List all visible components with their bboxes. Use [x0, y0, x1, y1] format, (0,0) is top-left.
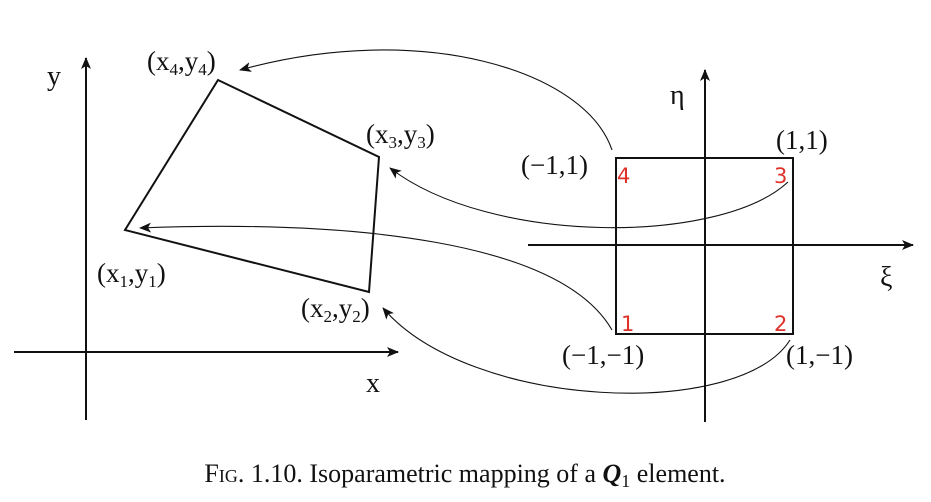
vertex-label-4: (x4,y4) [147, 46, 216, 79]
node-number-2: 2 [774, 312, 787, 336]
reference-eta-axis-label: η [670, 80, 685, 111]
vertex-label-1: (x1,y1) [97, 258, 166, 291]
mapping-arrow-2 [382, 307, 791, 394]
corner-label-1: (−1,−1) [562, 340, 644, 370]
vertex-label-3: (x3,y3) [366, 119, 435, 152]
node-number-4: 4 [617, 164, 630, 188]
reference-square [615, 157, 794, 335]
physical-quadrilateral [123, 78, 381, 294]
node-number-3: 3 [774, 164, 787, 188]
physical-y-axis-label: y [47, 61, 61, 92]
vertex-label-2: (x2,y2) [301, 293, 370, 326]
node-number-1: 1 [621, 312, 634, 336]
mapping-arrow-4 [239, 49, 613, 151]
physical-x-axis-label: x [366, 368, 380, 399]
mapping-arrow-3 [389, 167, 789, 229]
reference-xi-axis-label: ξ [880, 262, 892, 293]
corner-label-4: (−1,1) [521, 150, 588, 180]
mapping-arrow-1 [139, 222, 613, 331]
corner-label-3: (1,1) [776, 125, 828, 155]
corner-label-2: (1,−1) [786, 340, 853, 370]
figure-caption: Fig. 1.10. Isoparametric mapping of a Q1… [204, 459, 725, 491]
